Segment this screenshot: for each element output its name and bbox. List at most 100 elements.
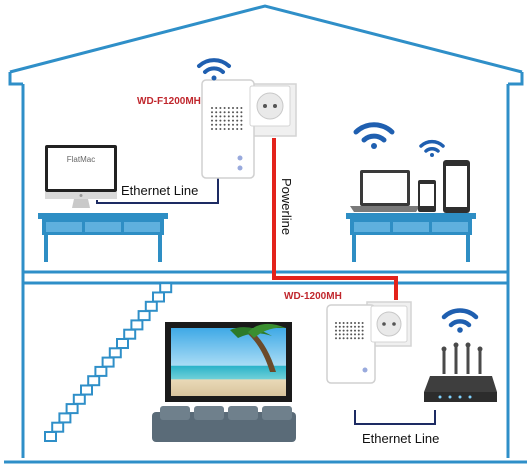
vent-dot xyxy=(227,128,230,130)
staircase-icon xyxy=(44,282,173,442)
imac-screen-text: FlatMac xyxy=(67,155,95,164)
ethernet-cable-lower xyxy=(354,410,436,425)
lower-adapter-label: WD-1200MH xyxy=(284,291,342,302)
vent-dot xyxy=(361,333,364,336)
imac-icon: FlatMac xyxy=(45,145,117,208)
vent-dot xyxy=(346,333,349,336)
vent-dot xyxy=(211,107,213,109)
vent-dot xyxy=(232,128,234,130)
vent-dot xyxy=(335,337,337,340)
vent-dot xyxy=(357,333,360,336)
vent-dot xyxy=(232,119,234,122)
vent-dot xyxy=(350,325,353,328)
ethernet-label-upper: Ethernet Line xyxy=(121,183,198,198)
phone-icon xyxy=(418,180,436,212)
wifi-icon xyxy=(197,58,231,81)
vent-dot xyxy=(240,119,243,122)
vent-dot xyxy=(346,329,349,332)
stair-step xyxy=(94,365,108,377)
vent-dot xyxy=(357,322,360,324)
vent-dot xyxy=(227,123,230,126)
vent-dot xyxy=(357,325,360,328)
vent-dot xyxy=(354,337,356,340)
vent-dot xyxy=(335,333,337,336)
vent-dot xyxy=(219,107,222,109)
wifi-icon xyxy=(441,308,479,333)
vent-dot xyxy=(342,329,345,332)
vent-dot xyxy=(357,329,360,332)
vent-dot xyxy=(223,128,226,130)
vent-dot xyxy=(338,337,341,340)
vent-dot xyxy=(211,123,213,126)
vent-dot xyxy=(335,322,337,324)
vent-dot xyxy=(361,337,364,340)
vent-dot xyxy=(338,325,341,328)
vent-dot xyxy=(361,329,364,332)
stair-step xyxy=(137,310,151,322)
status-led xyxy=(237,155,243,161)
vent-dot xyxy=(227,111,230,114)
stair-step xyxy=(130,319,144,331)
vent-dot xyxy=(215,107,218,109)
stair-step xyxy=(87,375,101,387)
stair-step xyxy=(65,403,79,415)
vent-dot xyxy=(338,322,341,324)
vent-dot xyxy=(361,325,364,328)
vent-dot xyxy=(342,325,345,328)
stair-step xyxy=(51,421,65,433)
vent-dot xyxy=(215,123,218,126)
stair-step xyxy=(144,300,158,312)
vent-dot xyxy=(219,128,222,130)
house-outline xyxy=(4,4,527,464)
powerline-cable xyxy=(272,138,398,300)
vent-dot xyxy=(223,111,226,114)
vent-dot xyxy=(232,107,234,109)
stair-step xyxy=(123,328,137,340)
powerline-label: Powerline xyxy=(279,178,294,235)
vent-dot xyxy=(346,337,349,340)
vent-dot xyxy=(346,325,349,328)
vent-dot xyxy=(354,322,356,324)
vent-dot xyxy=(219,115,222,118)
vent-dot xyxy=(211,119,213,122)
desk-left xyxy=(38,213,168,262)
vent-dot xyxy=(232,123,234,126)
vent-grille xyxy=(211,107,243,130)
vent-dot xyxy=(350,337,353,340)
vent-dot xyxy=(342,322,345,324)
vent-dot xyxy=(236,111,239,114)
stair-step xyxy=(108,347,122,359)
vent-dot xyxy=(211,111,213,114)
vent-dot xyxy=(227,115,230,118)
router-icon xyxy=(424,342,497,402)
status-led xyxy=(237,165,243,171)
vent-dot xyxy=(240,115,243,118)
tv-icon xyxy=(165,322,292,402)
vent-dot xyxy=(215,111,218,114)
vent-dot xyxy=(354,333,356,336)
stair-step xyxy=(159,282,173,294)
wifi-icon xyxy=(353,122,395,149)
stair-step xyxy=(72,393,86,405)
vent-dot xyxy=(240,128,243,130)
upper-adapter-label: WD-F1200MH xyxy=(137,96,201,107)
desk-right xyxy=(346,213,476,262)
stair-step xyxy=(116,338,129,349)
vent-dot xyxy=(211,115,213,118)
power-socket-icon xyxy=(256,92,284,120)
vent-dot xyxy=(342,337,345,340)
lower-adapter xyxy=(326,301,412,384)
laptop-icon xyxy=(350,170,420,212)
vent-dot xyxy=(211,128,213,130)
stair-step xyxy=(80,384,93,396)
vent-dot xyxy=(219,123,222,126)
vent-dot xyxy=(342,333,345,336)
vent-dot xyxy=(219,111,222,114)
stair-step xyxy=(101,356,115,368)
vent-dot xyxy=(335,329,337,332)
vent-dot xyxy=(227,107,230,109)
vent-dot xyxy=(335,325,337,328)
stair-step xyxy=(44,431,57,442)
